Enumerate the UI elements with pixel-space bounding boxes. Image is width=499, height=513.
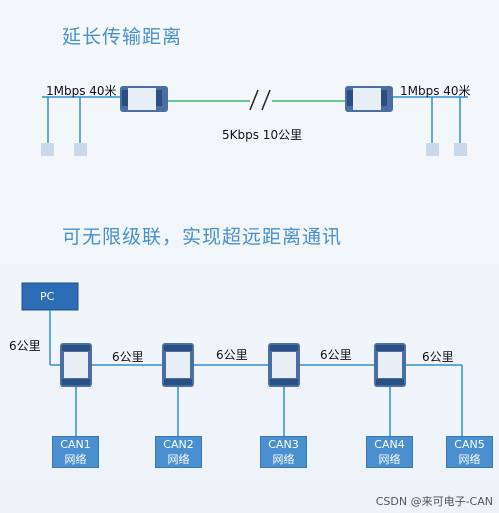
- heading-extend-distance: 延长传输距离: [62, 26, 183, 48]
- can5-network-box: CAN5 网络: [446, 436, 493, 468]
- right-node-2: [454, 143, 467, 156]
- can3-name: CAN3: [268, 438, 299, 451]
- pc-label: PC: [40, 290, 55, 303]
- can3-sub: 网络: [272, 453, 295, 466]
- can1-sub: 网络: [64, 453, 87, 466]
- can4-name: CAN4: [374, 438, 405, 451]
- can1-name: CAN1: [60, 438, 91, 451]
- segment-label-4: 6公里: [422, 350, 454, 364]
- top-left-converter: [120, 86, 168, 112]
- cascade-device-4: [374, 343, 406, 387]
- can5-sub: 网络: [458, 453, 481, 466]
- cascade-device-1: [60, 343, 92, 387]
- watermark: CSDN @来可电子-CAN: [375, 495, 493, 508]
- can4-network-box: CAN4 网络: [366, 436, 413, 468]
- break-mark-2: [261, 89, 271, 111]
- left-speed-label: 1Mbps 40米: [46, 84, 117, 98]
- break-mark-1: [249, 89, 259, 111]
- left-node-2: [74, 143, 87, 156]
- can2-network-box: CAN2 网络: [155, 436, 202, 468]
- top-right-converter: [345, 86, 393, 112]
- can2-sub: 网络: [167, 453, 190, 466]
- fiber-link-label: 5Kbps 10公里: [222, 128, 303, 142]
- can1-network-box: CAN1 网络: [52, 436, 99, 468]
- pc-distance-label: 6公里: [9, 339, 41, 353]
- segment-label-2: 6公里: [216, 348, 248, 362]
- can3-network-box: CAN3 网络: [260, 436, 307, 468]
- right-speed-label: 1Mbps 40米: [400, 84, 471, 98]
- left-node-1: [41, 143, 54, 156]
- cascade-device-2: [162, 343, 194, 387]
- heading-cascade: 可无限级联，实现超远距离通讯: [62, 226, 343, 248]
- can2-name: CAN2: [163, 438, 194, 451]
- can5-name: CAN5: [454, 438, 485, 451]
- can4-sub: 网络: [378, 453, 401, 466]
- cascade-device-3: [268, 343, 300, 387]
- segment-label-1: 6公里: [112, 350, 144, 364]
- right-node-1: [426, 143, 439, 156]
- segment-label-3: 6公里: [320, 348, 352, 362]
